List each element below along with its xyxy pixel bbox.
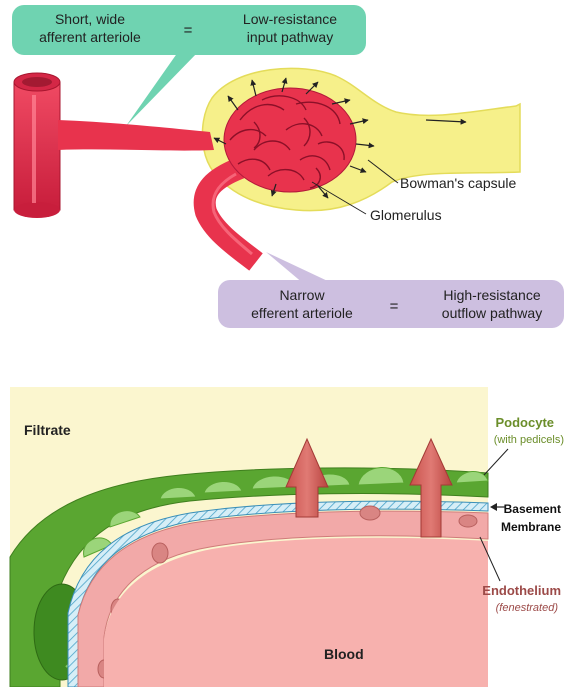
glomerulus-label: Glomerulus — [370, 207, 442, 223]
efferent-left-line2: efferent arteriole — [251, 305, 353, 321]
afferent-callout-pointer — [126, 52, 198, 126]
efferent-right-line2: outflow pathway — [442, 305, 542, 321]
endothelium-sublabel: (fenestrated) — [496, 602, 559, 614]
glomerulus-diagram: Short, wide afferent arteriole = Low-res… — [0, 0, 566, 340]
afferent-left-line1: Short, wide — [55, 11, 125, 27]
bowmans-capsule-label: Bowman's capsule — [400, 175, 517, 191]
efferent-left-line1: Narrow — [279, 287, 325, 303]
podocyte-label: Podocyte — [495, 415, 554, 430]
blood-label: Blood — [324, 646, 364, 662]
efferent-equals: = — [390, 298, 399, 315]
efferent-callout: Narrow efferent arteriole = High-resista… — [218, 252, 564, 328]
afferent-arteriole — [14, 73, 214, 218]
endothelium-label: Endothelium — [482, 583, 561, 598]
basement-membrane-label-1: Basement — [504, 502, 561, 516]
filtrate-label: Filtrate — [24, 422, 71, 438]
afferent-equals: = — [184, 22, 193, 39]
afferent-left-line2: afferent arteriole — [39, 29, 141, 45]
afferent-right-line1: Low-resistance — [243, 11, 337, 27]
efferent-right-line1: High-resistance — [443, 287, 540, 303]
basement-membrane-label-2: Membrane — [501, 520, 561, 534]
filtration-barrier-diagram: Filtrate Blood Podocyte (with pedicels) … — [0, 387, 566, 687]
afferent-right-line2: input pathway — [247, 29, 333, 45]
efferent-callout-pointer — [266, 252, 334, 284]
podocyte-sublabel: (with pedicels) — [494, 434, 564, 446]
